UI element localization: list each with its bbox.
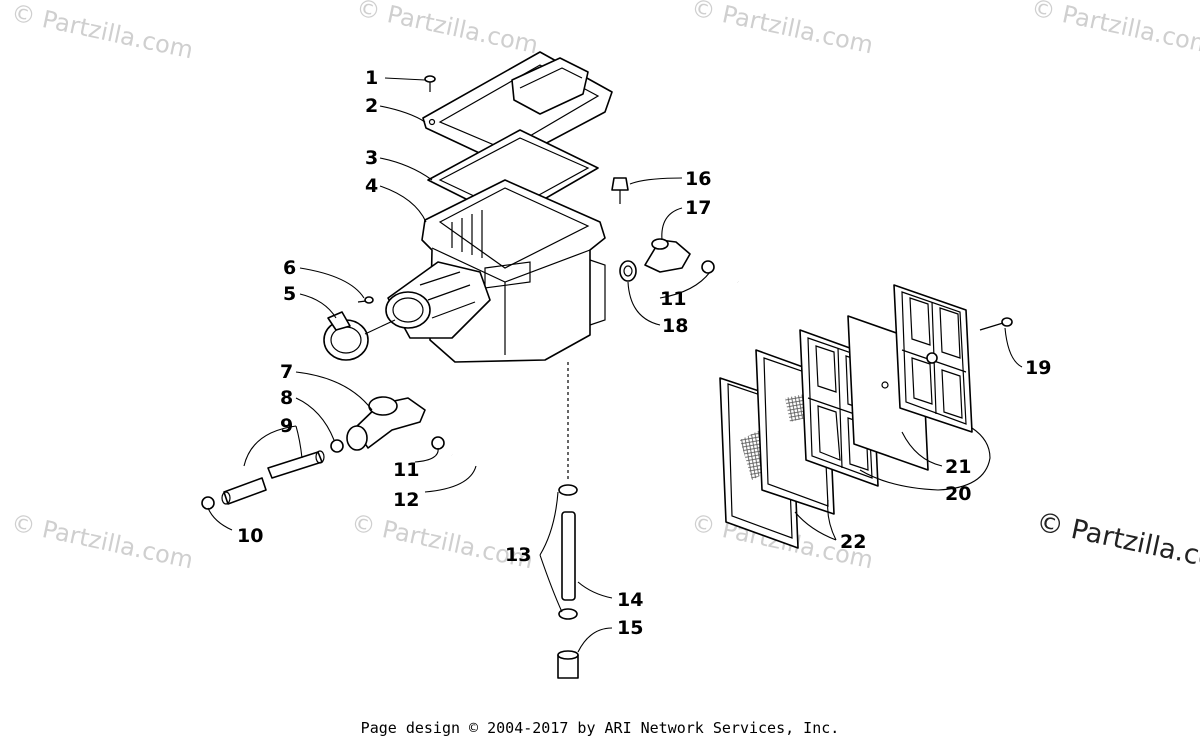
part-drain-tube xyxy=(557,362,579,679)
part-grommet xyxy=(619,260,637,282)
part-screw-16 xyxy=(611,177,629,204)
part-screw-19 xyxy=(979,317,1013,331)
part-drain-elbow xyxy=(346,396,426,451)
watermark: © Partzilla.com xyxy=(1029,0,1200,59)
callout-12: 12 xyxy=(393,489,419,511)
part-hose-9 xyxy=(221,450,325,505)
callout-11: 11 xyxy=(393,459,419,481)
callout-6: 6 xyxy=(283,257,296,279)
watermark: © Partzilla.com xyxy=(354,0,541,59)
part-screw-1 xyxy=(424,75,436,92)
callout-15: 15 xyxy=(617,617,643,639)
part-long-hose xyxy=(450,278,760,464)
watermark-strong: © Partzilla.com xyxy=(1034,507,1200,581)
part-clamp xyxy=(323,311,369,361)
callout-16: 16 xyxy=(685,168,711,190)
callout-7: 7 xyxy=(280,361,293,383)
callout-4: 4 xyxy=(365,175,378,197)
part-clamp-10 xyxy=(201,496,215,510)
part-screw-6 xyxy=(357,296,374,304)
part-filter-cage-20b xyxy=(893,284,973,433)
callout-5: 5 xyxy=(283,283,296,305)
callout-1: 1 xyxy=(365,67,378,89)
part-airbox-cover xyxy=(422,51,613,166)
part-intake-boot xyxy=(385,261,491,339)
callout-11b: 11 xyxy=(660,288,686,310)
callout-21: 21 xyxy=(945,456,971,478)
callout-labels: 1 2 3 4 5 6 7 8 9 10 11 12 13 14 15 16 1… xyxy=(237,67,1051,639)
callout-10: 10 xyxy=(237,525,263,547)
watermark: © Partzilla.com xyxy=(9,0,196,64)
callout-9: 9 xyxy=(280,415,293,437)
callout-18: 18 xyxy=(662,315,688,337)
page-footer: Page design © 2004-2017 by ARI Network S… xyxy=(360,719,840,737)
part-clamp-8 xyxy=(330,439,344,453)
callout-17: 17 xyxy=(685,197,711,219)
callout-3: 3 xyxy=(365,147,378,169)
callout-22: 22 xyxy=(840,531,866,553)
callout-14: 14 xyxy=(617,589,643,611)
part-clamp-11 xyxy=(431,260,715,450)
callout-20: 20 xyxy=(945,483,971,505)
watermark: © Partzilla.com xyxy=(689,0,876,59)
callout-2: 2 xyxy=(365,95,378,117)
callout-19: 19 xyxy=(1025,357,1051,379)
leader-lines xyxy=(207,77,1023,653)
callout-13: 13 xyxy=(505,544,531,566)
part-vent-fitting xyxy=(644,238,691,273)
callout-8: 8 xyxy=(280,387,293,409)
watermark: © Partzilla.com xyxy=(9,508,196,574)
